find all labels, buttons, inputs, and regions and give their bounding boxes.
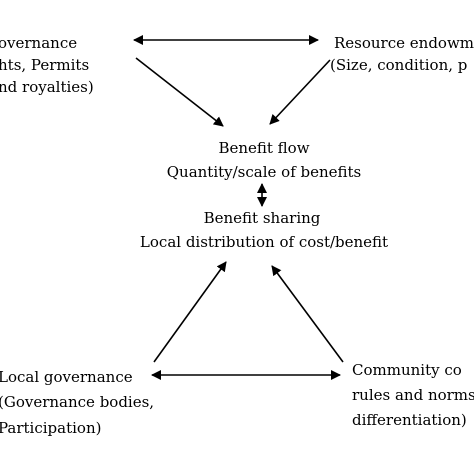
benefit-flow-subtitle: Quantity/scale of benefits: [167, 163, 362, 181]
bottom-left-line-2: (Governance bodies,: [0, 393, 154, 411]
bottom-right-line-2: rules and norms: [352, 386, 474, 404]
top-right-line-1: Resource endowm: [334, 34, 474, 52]
arrow-bottom-left-to-benefit-sharing: [153, 261, 227, 363]
bottom-right-line-3: differentiation): [352, 411, 467, 429]
benefit-flow-title: Benefit flow: [218, 139, 309, 157]
node-top-left-governance: overnance hts, Permits nd royalties): [0, 34, 94, 96]
node-bottom-left-local-governance: Local governance (Governance bodies, Par…: [0, 368, 154, 437]
node-center-benefit-flow: Benefit flow Quantity/scale of benefits: [167, 139, 362, 181]
arrow-top-right-to-benefit-flow: [269, 59, 331, 125]
top-left-line-3: nd royalties): [0, 78, 94, 96]
arrow-top-left-to-benefit-flow: [135, 57, 224, 127]
top-left-line-2: hts, Permits: [0, 56, 89, 74]
node-center-benefit-sharing: Benefit sharing Local distribution of co…: [140, 209, 388, 251]
benefit-sharing-subtitle: Local distribution of cost/benefit: [140, 233, 388, 251]
bottom-left-line-1: Local governance: [0, 368, 133, 386]
bottom-left-line-3: Participation): [0, 419, 101, 437]
top-left-line-1: overnance: [0, 34, 77, 52]
arrow-bottom-right-to-benefit-sharing: [271, 265, 344, 363]
top-right-line-2: (Size, condition, p: [330, 56, 467, 74]
node-top-right-resource-endowment: Resource endowm (Size, condition, p: [330, 34, 474, 74]
node-bottom-right-community: Community co rules and norms differentia…: [352, 361, 474, 429]
benefit-sharing-title: Benefit sharing: [204, 209, 321, 227]
bottom-right-line-1: Community co: [352, 361, 462, 379]
